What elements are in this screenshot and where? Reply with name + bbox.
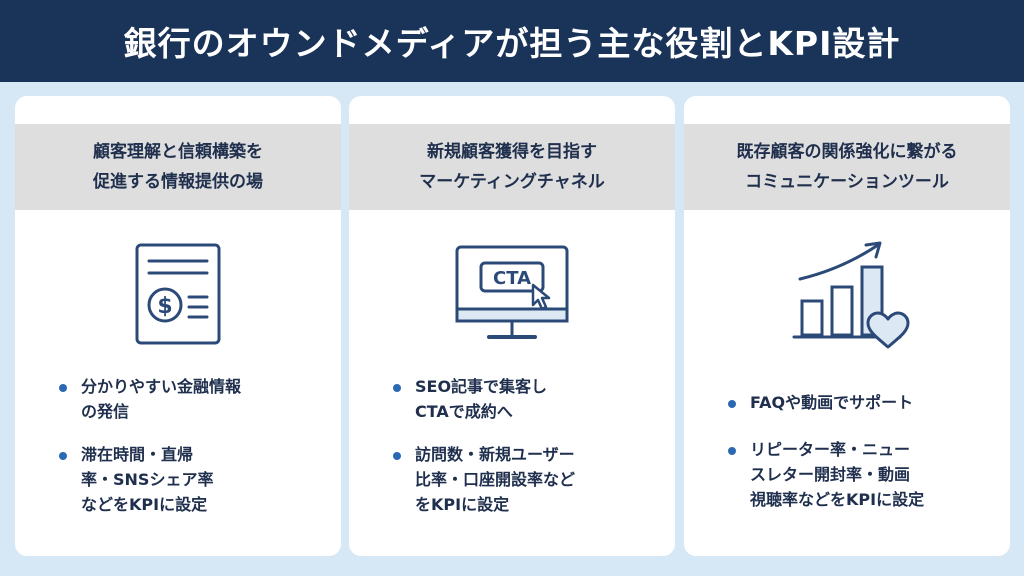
cta-monitor-icon: CTA — [455, 245, 569, 339]
growth-chart-heart-icon — [792, 241, 910, 348]
card-heading: 顧客理解と信頼構築を 促進する情報提供の場 — [15, 124, 341, 210]
card-heading: 新規顧客獲得を目指す マーケティングチャネル — [349, 124, 675, 210]
list-item: 滞在時間・直帰 率・SNSシェア率 などをKPIに設定 — [59, 442, 324, 517]
card-communication: 既存顧客の関係強化に繋がる コミュニケーションツール FAQや動画でサポート リ… — [684, 96, 1010, 556]
list-item: 分かりやすい金融情報 の発信 — [59, 374, 324, 424]
card-heading-line: 顧客理解と信頼構築を — [93, 142, 263, 162]
list-item: 訪問数・新規ユーザー 比率・口座開設率など をKPIに設定 — [393, 442, 658, 517]
header-banner: 銀行のオウンドメディアが担う主な役割とKPI設計 — [0, 0, 1024, 82]
card-heading-line: コミュニケーションツール — [745, 172, 949, 192]
svg-text:$: $ — [157, 294, 172, 319]
bullet-list: 分かりやすい金融情報 の発信 滞在時間・直帰 率・SNSシェア率 などをKPIに… — [59, 374, 324, 535]
dollar-document-icon: $ — [135, 243, 221, 344]
list-item: FAQや動画でサポート — [728, 390, 993, 415]
list-item: リピーター率・ニュー スレター開封率・動画 視聴率などをKPIに設定 — [728, 437, 993, 512]
cta-label: CTA — [493, 268, 531, 289]
bullet-list: SEO記事で集客し CTAで成約へ 訪問数・新規ユーザー 比率・口座開設率など … — [393, 374, 658, 535]
list-item: SEO記事で集客し CTAで成約へ — [393, 374, 658, 424]
card-marketing: 新規顧客獲得を目指す マーケティングチャネル CTA SEO記事で集客し CTA… — [349, 96, 675, 556]
bullet-list: FAQや動画でサポート リピーター率・ニュー スレター開封率・動画 視聴率などを… — [728, 390, 993, 534]
card-heading-line: 新規顧客獲得を目指す — [427, 142, 597, 162]
page-title: 銀行のオウンドメディアが担う主な役割とKPI設計 — [123, 24, 901, 63]
card-heading-line: 既存顧客の関係強化に繋がる — [736, 142, 958, 162]
card-information: 顧客理解と信頼構築を 促進する情報提供の場 $ 分かりやすい金融情報 の発信 滞… — [15, 96, 341, 556]
card-heading-line: マーケティングチャネル — [419, 172, 605, 192]
card-heading-line: 促進する情報提供の場 — [93, 172, 263, 192]
card-heading: 既存顧客の関係強化に繋がる コミュニケーションツール — [684, 124, 1010, 210]
